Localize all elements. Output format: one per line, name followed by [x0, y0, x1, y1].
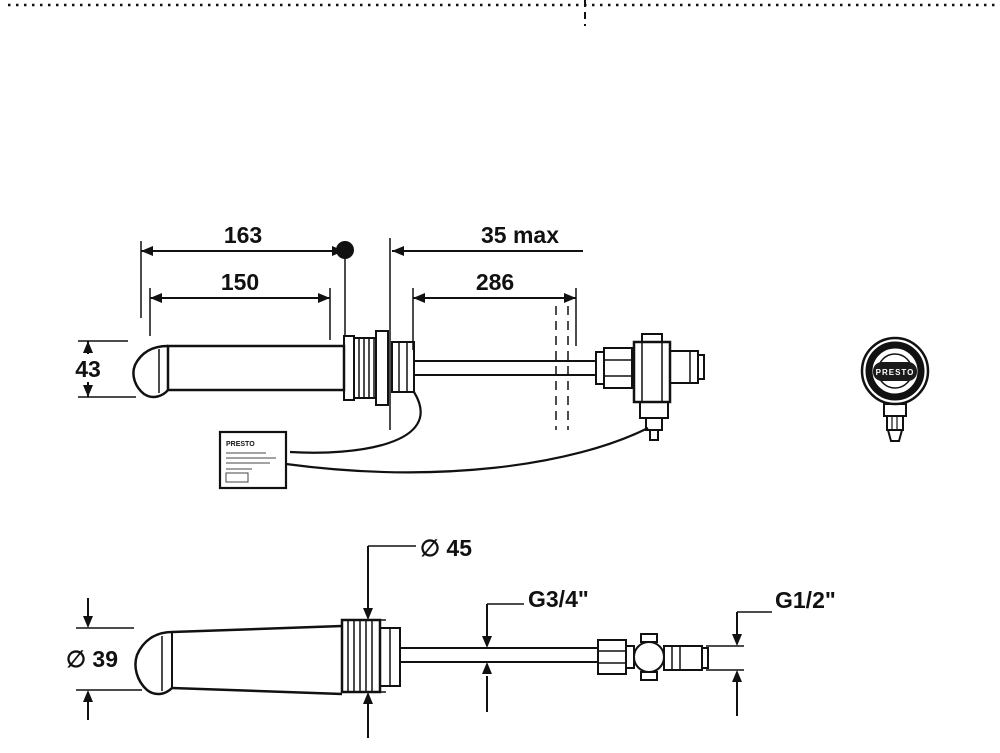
dimension-flange-diameter: ∅ 45 — [350, 535, 472, 738]
dim-label-body-diameter: ∅ 39 — [66, 646, 118, 672]
dimension-150: 150 — [149, 269, 331, 340]
dimension-286: 286 — [412, 269, 577, 350]
dim-label-outlet-thread: G1/2" — [775, 587, 836, 613]
dim-label-inlet-thread: G3/4" — [528, 586, 589, 612]
upper-mounting-flange — [343, 330, 415, 406]
dimension-35-max: 35 max — [392, 222, 583, 256]
control-box-brand-label: PRESTO — [226, 441, 255, 448]
control-cables — [285, 391, 649, 474]
faceplate-front-view: PRESTO — [860, 336, 930, 442]
dimension-163: 163 — [140, 222, 354, 336]
lower-valve — [597, 633, 709, 681]
dimension-body-diameter: ∅ 39 — [66, 598, 142, 720]
lower-mounting-flange — [340, 618, 401, 694]
page-crop-marks — [8, 0, 1000, 26]
upper-solenoid-valve — [595, 333, 705, 441]
dim-label-43: 43 — [75, 356, 101, 382]
dim-label-163: 163 — [224, 222, 262, 248]
dim-label-286: 286 — [476, 269, 514, 295]
dim-label-flange-diameter: ∅ 45 — [420, 535, 472, 561]
lower-inlet-pipe — [400, 647, 598, 663]
dimension-43: 43 — [70, 340, 136, 398]
dim-label-150: 150 — [221, 269, 259, 295]
control-box: PRESTO — [218, 430, 288, 490]
upper-spout — [132, 344, 346, 399]
lower-spout — [134, 624, 343, 696]
upper-inlet-pipe — [414, 306, 596, 430]
faceplate-brand-label: PRESTO — [876, 368, 915, 377]
dim-label-35-max: 35 max — [481, 222, 559, 248]
dimension-outlet-thread: G1/2" — [706, 587, 836, 716]
reference-dot — [336, 241, 354, 259]
dimension-inlet-thread: G3/4" — [482, 586, 589, 712]
